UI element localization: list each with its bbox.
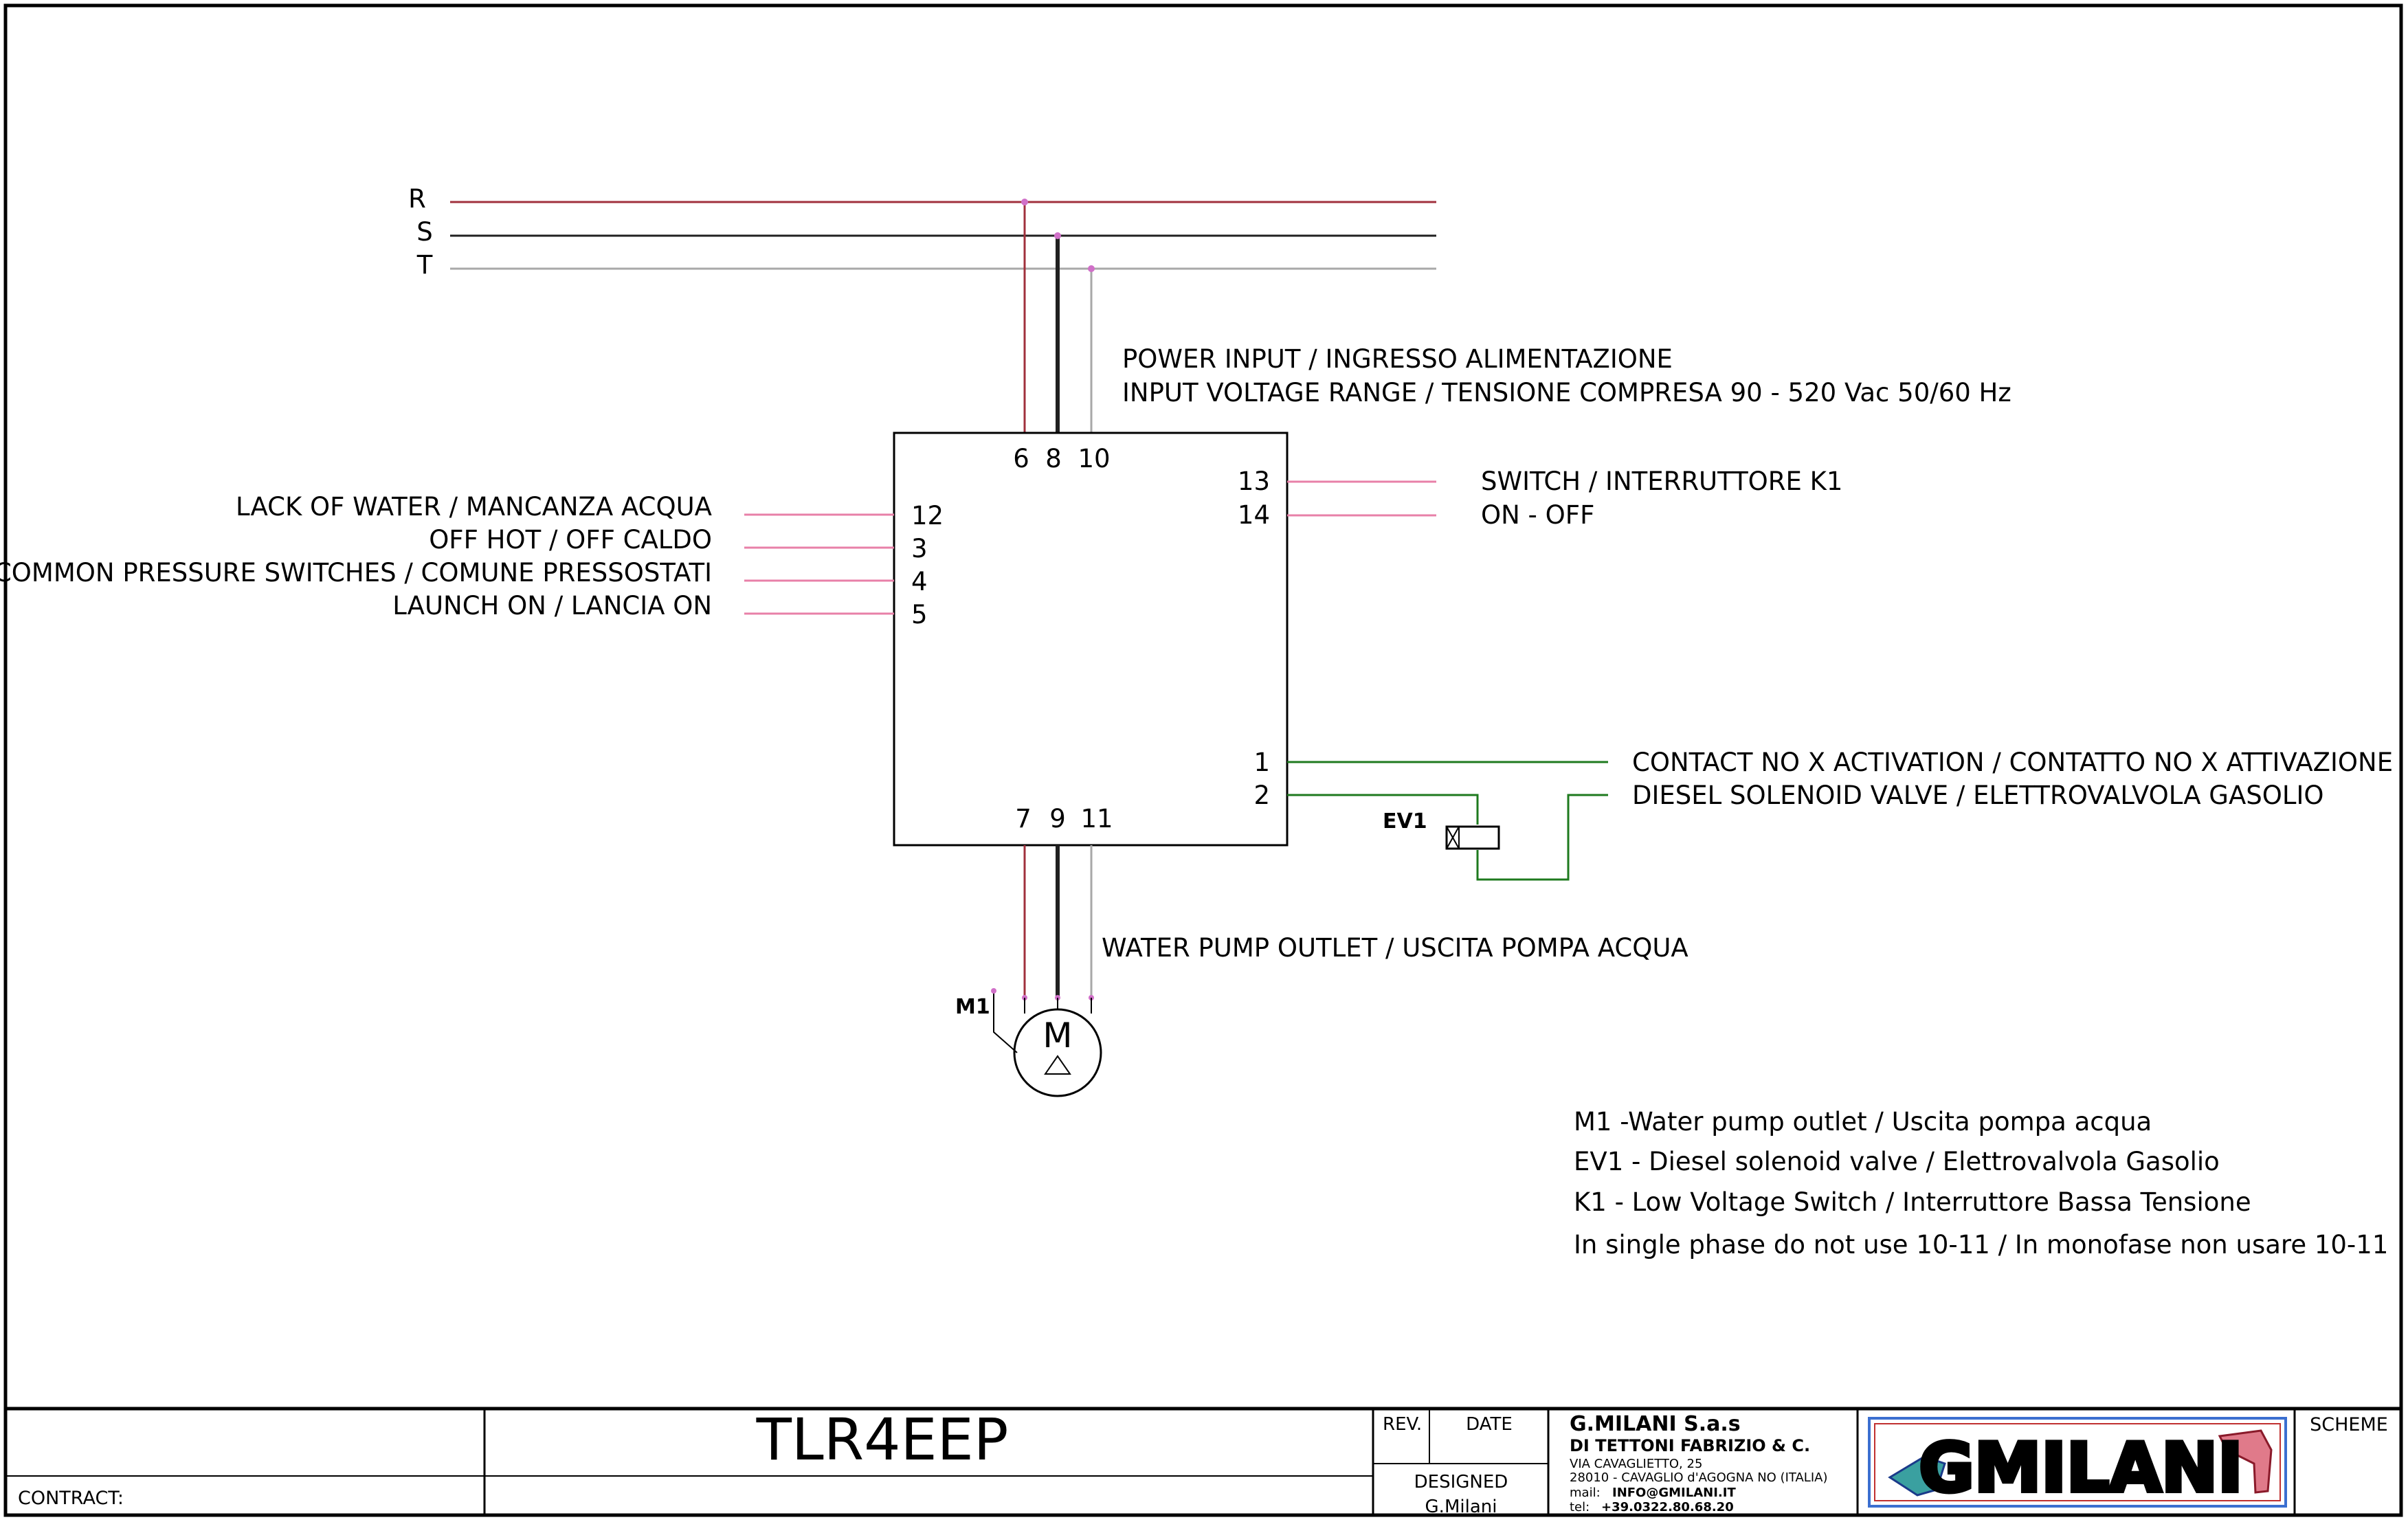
contract-label: CONTRACT: bbox=[18, 1488, 124, 1509]
pin-label: 10 bbox=[1078, 444, 1110, 473]
diesel-label: DIESEL SOLENOID VALVE / ELETTROVALVOLA G… bbox=[1632, 781, 2324, 810]
input-label-launch-on: LAUNCH ON / LANCIA ON bbox=[392, 591, 712, 620]
note-line: K1 - Low Voltage Switch / Interruttore B… bbox=[1574, 1187, 2251, 1217]
designer-name: G.Milani bbox=[1425, 1497, 1497, 1517]
switch-label: SWITCH / INTERRUTTORE K1 bbox=[1481, 467, 1842, 496]
ev1-coil bbox=[1445, 825, 1500, 850]
drawing-code: TLR4EEP bbox=[756, 1406, 1009, 1473]
pin-label: 2 bbox=[1253, 781, 1270, 810]
junction-dot bbox=[1021, 199, 1028, 205]
onoff-label: ON - OFF bbox=[1481, 500, 1594, 530]
pin-label: 6 bbox=[1013, 444, 1029, 473]
company-address: VIA CAVAGLIETTO, 25 bbox=[1570, 1457, 1702, 1471]
motor-tag-leader bbox=[993, 991, 1018, 1053]
date-label: DATE bbox=[1466, 1414, 1513, 1435]
pin-label: 4 bbox=[911, 567, 928, 596]
company-tel: +39.0322.80.68.20 bbox=[1601, 1500, 1734, 1514]
pin-label: 9 bbox=[1049, 804, 1066, 833]
three-phase-bus: R S T bbox=[408, 184, 1436, 433]
motor-triangle bbox=[1044, 1055, 1071, 1075]
contact-outputs: 1 2 CONTACT NO X ACTIVATION / CONTATTO N… bbox=[1253, 748, 2393, 881]
voltage-range-label: INPUT VOLTAGE RANGE / TENSIONE COMPRESA … bbox=[1122, 378, 2011, 407]
motor-symbol bbox=[1013, 1008, 1102, 1097]
pin-label: 13 bbox=[1238, 467, 1270, 496]
pin-label: 11 bbox=[1080, 804, 1113, 833]
title-block: CONTRACT: TLR4EEP REV. DATE DESIGNED G.M… bbox=[5, 1406, 2401, 1517]
drawing-frame bbox=[3, 3, 2403, 1517]
left-inputs: LACK OF WATER / MANCANZA ACQUA OFF HOT /… bbox=[0, 492, 944, 629]
bus-label-t: T bbox=[416, 250, 433, 280]
pin-label: 5 bbox=[911, 600, 928, 629]
ev1-coil-mark bbox=[1446, 826, 1460, 849]
company-name: G.MILANI S.a.s bbox=[1570, 1412, 1741, 1436]
controller-box bbox=[893, 432, 1289, 847]
junction-dot bbox=[991, 988, 996, 994]
pin-label: 7 bbox=[1015, 804, 1032, 833]
power-input-label: POWER INPUT / INGRESSO ALIMENTAZIONE bbox=[1122, 344, 1673, 374]
pin-label: 8 bbox=[1045, 444, 1062, 473]
note-line: EV1 - Diesel solenoid valve / Elettroval… bbox=[1574, 1147, 2220, 1176]
company-name-2: DI TETTONI FABRIZIO & C. bbox=[1570, 1436, 1810, 1455]
input-label-pressure-switches: COMMON PRESSURE SWITCHES / COMUNE PRESSO… bbox=[0, 558, 712, 587]
junction-dot bbox=[1088, 265, 1095, 272]
legend-notes: M1 -Water pump outlet / Uscita pompa acq… bbox=[1574, 1107, 2388, 1260]
pin-label: 12 bbox=[911, 501, 944, 530]
scheme-label: SCHEME bbox=[2310, 1414, 2388, 1435]
output-wire bbox=[1287, 794, 1479, 825]
switch-k1: 13 14 SWITCH / INTERRUTTORE K1 ON - OFF bbox=[1238, 467, 1843, 530]
logo-inner-frame bbox=[1874, 1423, 2281, 1501]
spray-gun-icon bbox=[2218, 1429, 2273, 1494]
pin-label: 1 bbox=[1253, 748, 1270, 777]
pin-label: 3 bbox=[911, 534, 928, 563]
output-wire bbox=[1476, 794, 1608, 881]
designed-label: DESIGNED bbox=[1414, 1472, 1508, 1492]
pressure-washer-icon bbox=[1888, 1455, 1946, 1497]
note-line: M1 -Water pump outlet / Uscita pompa acq… bbox=[1574, 1107, 2152, 1137]
company-address: 28010 - CAVAGLIO d'AGOGNA NO (ITALIA) bbox=[1570, 1470, 1827, 1485]
input-label-lack-water: LACK OF WATER / MANCANZA ACQUA bbox=[236, 492, 712, 522]
contact-label: CONTACT NO X ACTIVATION / CONTATTO NO X … bbox=[1632, 748, 2393, 777]
logo-wordmark: GMILANI bbox=[1919, 1429, 2242, 1508]
mail-label: mail: bbox=[1570, 1486, 1601, 1500]
bus-label-r: R bbox=[408, 184, 426, 214]
note-line: In single phase do not use 10-11 / In mo… bbox=[1574, 1230, 2388, 1260]
input-label-off-hot: OFF HOT / OFF CALDO bbox=[429, 525, 712, 555]
junction-dot bbox=[1054, 232, 1061, 239]
pin-label: 14 bbox=[1238, 500, 1270, 530]
rev-label: REV. bbox=[1383, 1414, 1422, 1435]
pump-outlet-label: WATER PUMP OUTLET / USCITA POMPA ACQUA bbox=[1102, 933, 1688, 963]
pump-output: 7 9 11 WATER PUMP OUTLET / USCITA POMPA … bbox=[955, 804, 1688, 1097]
motor-letter: M bbox=[1043, 1016, 1072, 1055]
gmilani-logo: GMILANI bbox=[1868, 1417, 2287, 1510]
ev1-tag: EV1 bbox=[1383, 809, 1427, 833]
company-mail: INFO@GMILANI.IT bbox=[1612, 1486, 1736, 1500]
motor-tag: M1 bbox=[955, 995, 990, 1019]
bus-label-s: S bbox=[416, 217, 433, 247]
tel-label: tel: bbox=[1570, 1500, 1590, 1514]
